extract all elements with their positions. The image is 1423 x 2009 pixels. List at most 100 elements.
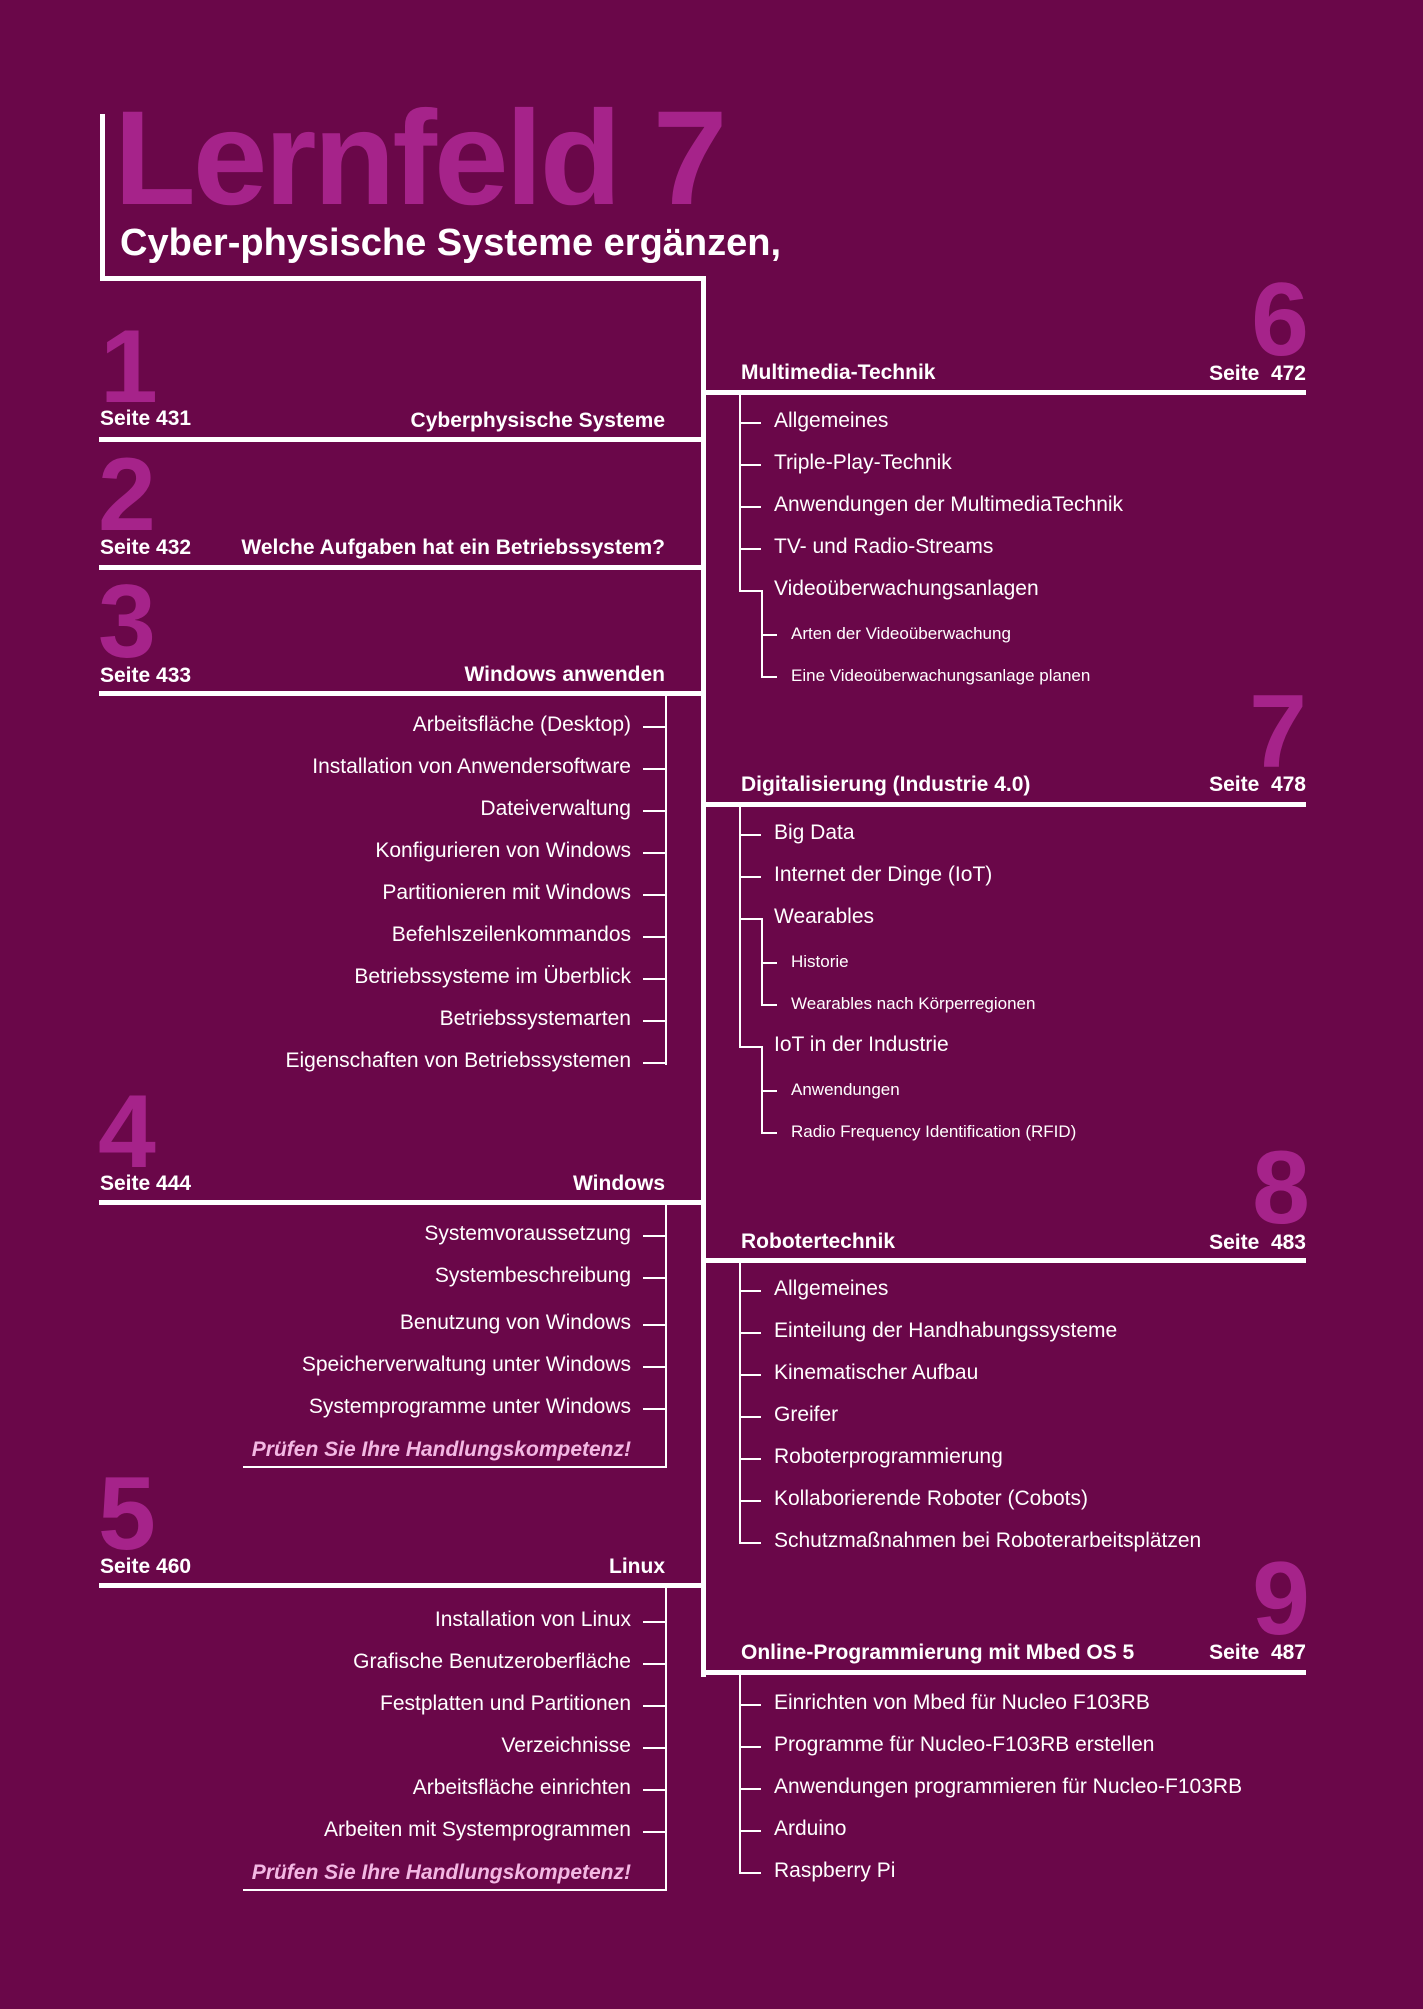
section-4-branch-line xyxy=(665,1203,667,1468)
section-7-sub-tick xyxy=(761,1004,777,1006)
section-3-item[interactable]: Betriebssystemarten xyxy=(439,1007,631,1030)
section-9-item[interactable]: Anwendungen programmieren für Nucleo-F10… xyxy=(774,1775,1243,1798)
section-9-tick xyxy=(739,1872,761,1874)
section-7-item[interactable]: Internet der Dinge (IoT) xyxy=(774,863,993,886)
section-5-item[interactable]: Festplatten und Partitionen xyxy=(380,1692,631,1715)
section-6-item[interactable]: TV- und Radio-Streams xyxy=(774,535,994,558)
section-7-sub-tick xyxy=(761,1132,777,1134)
section-4-item[interactable]: Systemprogramme unter Windows xyxy=(308,1395,631,1418)
section-5-tick xyxy=(643,1705,667,1707)
section-5-item[interactable]: Arbeiten mit Systemprogrammen xyxy=(324,1818,631,1841)
section-5-item[interactable]: Verzeichnisse xyxy=(501,1734,631,1757)
section-3-item[interactable]: Partitionieren mit Windows xyxy=(382,881,631,904)
section-6-title[interactable]: Multimedia-Technik xyxy=(741,361,936,384)
section-4-number: 4 xyxy=(98,1074,156,1190)
section-3-item[interactable]: Installation von Anwendersoftware xyxy=(312,755,631,778)
section-3-item[interactable]: Betriebssysteme im Überblick xyxy=(354,965,631,988)
section-8-page: Seite 483 xyxy=(1209,1231,1306,1254)
section-5-check-link[interactable]: Prüfen Sie Ihre Handlungskompetenz! xyxy=(251,1861,631,1884)
section-6-item[interactable]: Triple-Play-Technik xyxy=(774,451,952,474)
section-7-subitem[interactable]: Anwendungen xyxy=(791,1080,900,1099)
section-9-tick xyxy=(739,1788,761,1790)
section-9-item[interactable]: Raspberry Pi xyxy=(774,1859,896,1882)
section-4-tick xyxy=(643,1366,667,1368)
section-7-subitem[interactable]: Wearables nach Körperregionen xyxy=(791,994,1036,1013)
section-5-item[interactable]: Grafische Benutzeroberfläche xyxy=(353,1650,631,1673)
section-4-item[interactable]: Systemvoraussetzung xyxy=(424,1222,631,1245)
section-4-item[interactable]: Systembeschreibung xyxy=(434,1264,631,1287)
section-9-number: 9 xyxy=(1252,1541,1310,1657)
section-3-item[interactable]: Konfigurieren von Windows xyxy=(375,839,631,862)
title-frame-horizontal xyxy=(100,276,706,281)
page-subtitle: Cyber-physische Systeme ergänzen, xyxy=(120,222,782,264)
section-4-tick xyxy=(643,1277,667,1279)
section-6-sub-tick xyxy=(761,634,777,636)
section-7-subitem[interactable]: Radio Frequency Identification (RFID) xyxy=(791,1122,1077,1141)
section-6-sub-tick xyxy=(761,676,777,678)
section-4-tick xyxy=(643,1235,667,1237)
section-8-item[interactable]: Kinematischer Aufbau xyxy=(774,1361,979,1384)
section-8-title[interactable]: Robotertechnik xyxy=(741,1230,896,1253)
section-1-number: 1 xyxy=(100,309,158,425)
section-3-item[interactable]: Befehlszeilenkommandos xyxy=(391,923,631,946)
section-7-title[interactable]: Digitalisierung (Industrie 4.0) xyxy=(741,773,1031,796)
title-frame-vertical xyxy=(100,114,105,281)
section-6-item[interactable]: Anwendungen der MultimediaTechnik xyxy=(774,493,1124,516)
section-8-branch-line xyxy=(739,1263,741,1544)
section-6-item[interactable]: Allgemeines xyxy=(774,409,889,432)
section-8-item[interactable]: Schutzmaßnahmen bei Roboterarbeitsplätze… xyxy=(774,1529,1202,1552)
section-5-item[interactable]: Installation von Linux xyxy=(434,1608,631,1631)
section-7-item[interactable]: IoT in der Industrie xyxy=(774,1033,949,1056)
section-4-item[interactable]: Benutzung von Windows xyxy=(399,1311,631,1334)
section-6-tick xyxy=(739,464,761,466)
section-7-item[interactable]: Wearables xyxy=(774,905,874,928)
section-3-item[interactable]: Eigenschaften von Betriebssystemen xyxy=(285,1049,631,1072)
section-9-tick xyxy=(739,1746,761,1748)
section-9-item[interactable]: Programme für Nucleo-F103RB erstellen xyxy=(774,1733,1155,1756)
section-8-item[interactable]: Kollaborierende Roboter (Cobots) xyxy=(774,1487,1089,1510)
section-3-number: 3 xyxy=(98,564,156,680)
section-3-item[interactable]: Dateiverwaltung xyxy=(480,797,631,820)
section-7-tick xyxy=(739,834,761,836)
section-9-item[interactable]: Einrichten von Mbed für Nucleo F103RB xyxy=(774,1691,1150,1714)
section-5-tick xyxy=(643,1747,667,1749)
section-7-rule xyxy=(701,802,1306,807)
section-8-tick xyxy=(739,1458,761,1460)
section-9-item[interactable]: Arduino xyxy=(774,1817,847,1840)
section-3-tick xyxy=(643,894,667,896)
section-8-item[interactable]: Roboterprogrammierung xyxy=(774,1445,1003,1468)
section-8-item[interactable]: Einteilung der Handhabungssysteme xyxy=(774,1319,1118,1342)
section-6-subitem[interactable]: Eine Videoüberwachungsanlage planen xyxy=(791,666,1091,685)
section-4-page: Seite 444 xyxy=(100,1172,192,1195)
section-4-item[interactable]: Speicherverwaltung unter Windows xyxy=(301,1353,631,1376)
section-6-tick xyxy=(739,590,761,592)
section-2-title[interactable]: Welche Aufgaben hat ein Betriebssystem? xyxy=(241,536,665,559)
section-3-branch-line xyxy=(665,694,667,1065)
section-8-item[interactable]: Greifer xyxy=(774,1403,839,1426)
section-3-tick xyxy=(643,768,667,770)
section-3-rule xyxy=(99,691,706,696)
section-8-tick xyxy=(739,1416,761,1418)
section-7-page: Seite 478 xyxy=(1209,773,1306,796)
section-5-title[interactable]: Linux xyxy=(609,1555,665,1578)
section-6-tick xyxy=(739,506,761,508)
section-2-rule xyxy=(99,565,706,570)
section-8-number: 8 xyxy=(1252,1130,1310,1246)
section-6-subitem[interactable]: Arten der Videoüberwachung xyxy=(791,624,1011,643)
section-1-title[interactable]: Cyberphysische Systeme xyxy=(410,409,665,432)
section-6-item[interactable]: Videoüberwachungsanlagen xyxy=(774,577,1039,600)
section-4-check-link[interactable]: Prüfen Sie Ihre Handlungskompetenz! xyxy=(251,1438,631,1461)
section-1-page: Seite 431 xyxy=(100,407,192,430)
section-7-subitem[interactable]: Historie xyxy=(791,952,849,971)
section-4-title[interactable]: Windows xyxy=(573,1172,665,1195)
section-7-sub-tick xyxy=(761,962,777,964)
section-5-item[interactable]: Arbeitsfläche einrichten xyxy=(412,1776,631,1799)
section-7-tick xyxy=(739,1046,761,1048)
section-8-tick xyxy=(739,1290,761,1292)
section-7-item[interactable]: Big Data xyxy=(774,821,855,844)
section-8-item[interactable]: Allgemeines xyxy=(774,1277,889,1300)
section-3-title[interactable]: Windows anwenden xyxy=(464,663,665,686)
section-9-title[interactable]: Online-Programmierung mit Mbed OS 5 xyxy=(741,1641,1135,1664)
section-2-page: Seite 432 xyxy=(100,536,192,559)
section-3-item[interactable]: Arbeitsfläche (Desktop) xyxy=(412,713,631,736)
